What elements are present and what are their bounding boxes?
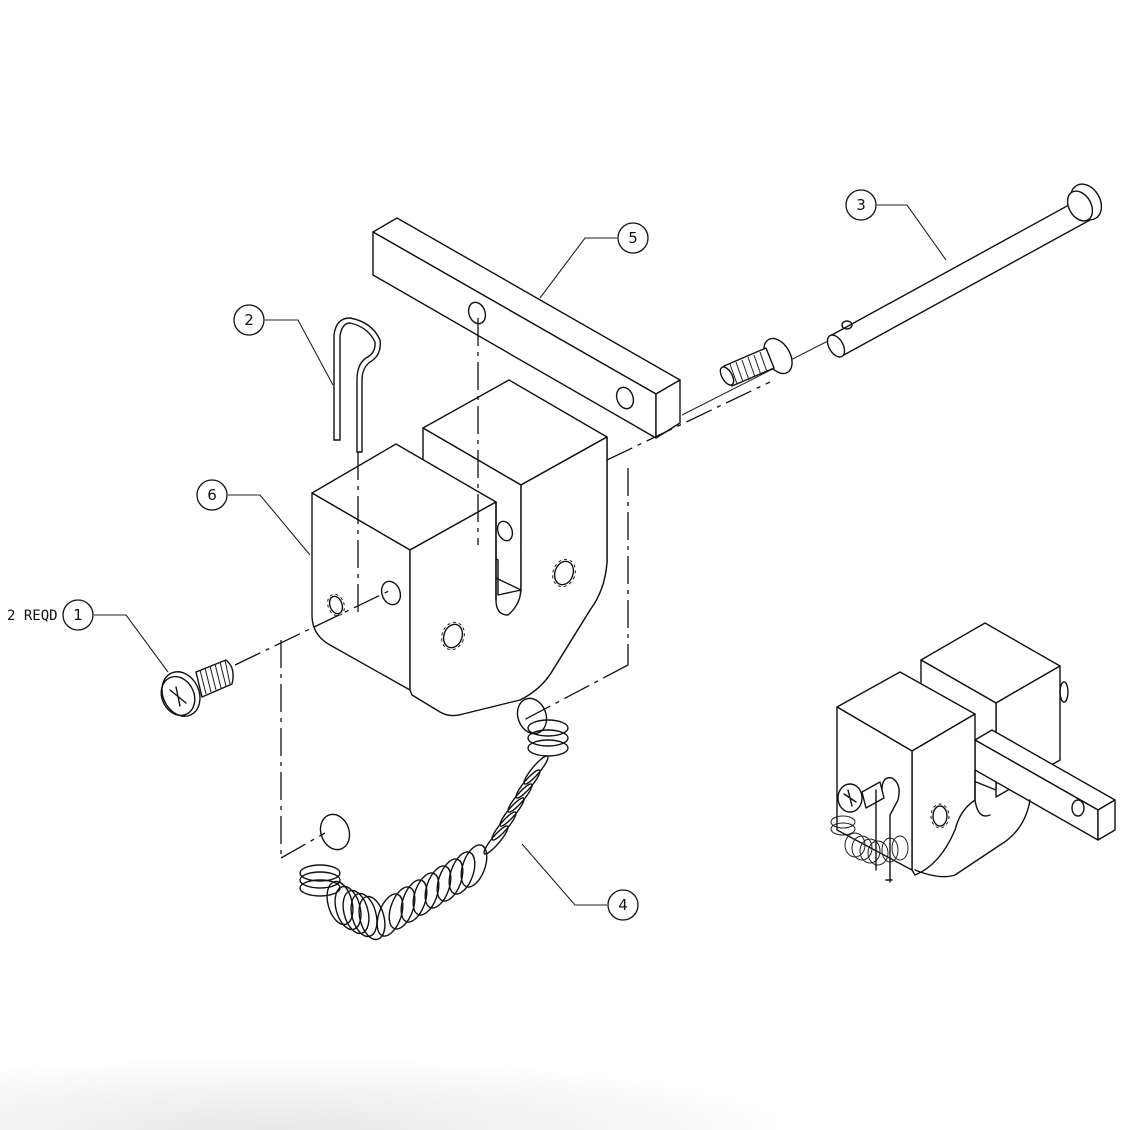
clevis-pin-part bbox=[826, 183, 1103, 358]
assembled-view bbox=[830, 622, 1116, 883]
callout-note-qty: 2 REQD bbox=[7, 608, 58, 624]
nut-part bbox=[719, 337, 793, 387]
callout-label-3: 3 bbox=[856, 196, 866, 214]
callout-balloon-4: 4 bbox=[607, 889, 639, 921]
callout-label-4: 4 bbox=[618, 896, 628, 914]
screw-part bbox=[160, 659, 234, 717]
cotter-pin-part bbox=[333, 317, 381, 453]
center-lines bbox=[234, 318, 831, 859]
page-shadow bbox=[0, 1060, 780, 1130]
callout-balloon-2: 2 bbox=[233, 304, 265, 336]
callout-balloon-5: 5 bbox=[617, 222, 649, 254]
leader-lines bbox=[94, 204, 947, 906]
callout-label-5: 5 bbox=[628, 229, 638, 247]
callout-balloon-3: 3 bbox=[845, 189, 877, 221]
u-bracket-block-part bbox=[311, 379, 608, 717]
spring-part bbox=[299, 697, 569, 941]
callout-balloon-1: 2 REQD 1 bbox=[7, 599, 94, 631]
callout-label-6: 6 bbox=[207, 486, 217, 504]
arm-bar-part bbox=[372, 217, 681, 439]
callout-label-2: 2 bbox=[244, 311, 254, 329]
callout-label-1: 1 bbox=[73, 606, 83, 624]
callout-balloon-6: 6 bbox=[196, 479, 228, 511]
